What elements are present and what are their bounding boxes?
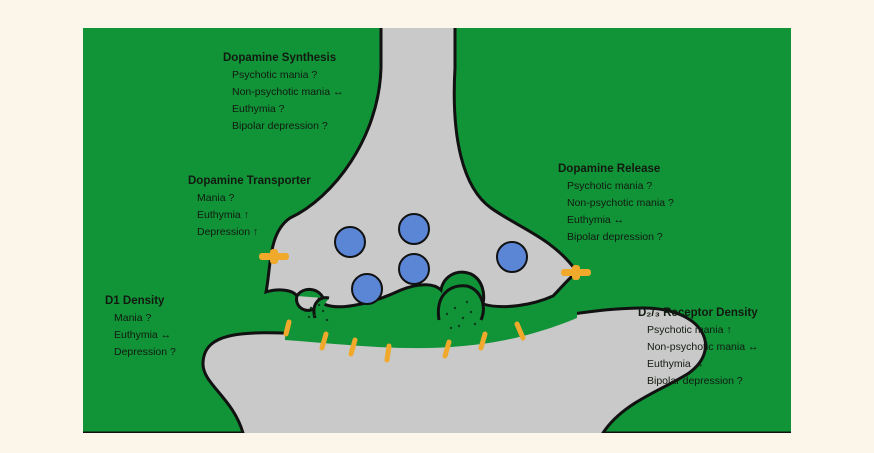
synthesis-line: Euthymia ? xyxy=(223,101,343,118)
transporter-heading: Dopamine Transporter xyxy=(188,173,311,190)
synthesis-line: Psychotic mania ? xyxy=(223,67,343,84)
d23-heading: D₂/₃ Receptor Density xyxy=(638,305,758,322)
synthesis-line: Non-psychotic mania ↔ xyxy=(223,84,343,101)
transporter-block: Dopamine Transporter Mania ? Euthymia ↑ … xyxy=(188,173,311,241)
transporter-line: Euthymia ↑ xyxy=(188,207,311,224)
d1-line: Depression ? xyxy=(105,344,176,361)
synthesis-line: Bipolar depression ? xyxy=(223,118,343,135)
synthesis-block: Dopamine Synthesis Psychotic mania ? Non… xyxy=(223,50,343,135)
receptor xyxy=(387,346,389,360)
release-line: Non-psychotic mania ? xyxy=(558,195,674,212)
d1-line: Euthymia ↔ xyxy=(105,327,176,344)
d1-heading: D1 Density xyxy=(105,293,176,310)
vesicle xyxy=(399,254,429,284)
d23-line: Psychotic mania ↑ xyxy=(638,322,758,339)
release-line: Psychotic mania ? xyxy=(558,178,674,195)
d23-line: Bipolar depression ? xyxy=(638,373,758,390)
transporter-line: Mania ? xyxy=(188,190,311,207)
synthesis-heading: Dopamine Synthesis xyxy=(223,50,343,67)
d23-line: Non-psychotic mania ↔ xyxy=(638,339,758,356)
vesicle xyxy=(399,214,429,244)
vesicle xyxy=(352,274,382,304)
vesicle-fusion xyxy=(438,286,483,320)
vesicle-fusion-left xyxy=(314,298,329,318)
d23-line: Euthymia ↔ xyxy=(638,356,758,373)
transporter-line: Depression ↑ xyxy=(188,224,311,241)
vesicle xyxy=(497,242,527,272)
release-line: Bipolar depression ? xyxy=(558,229,674,246)
release-block: Dopamine Release Psychotic mania ? Non-p… xyxy=(558,161,674,246)
vesicle xyxy=(335,227,365,257)
release-heading: Dopamine Release xyxy=(558,161,674,178)
receptor xyxy=(286,322,289,334)
synapse-diagram: Dopamine Synthesis Psychotic mania ? Non… xyxy=(83,28,791,433)
d1-block: D1 Density Mania ? Euthymia ↔ Depression… xyxy=(105,293,176,361)
release-line: Euthymia ↔ xyxy=(558,212,674,229)
d1-line: Mania ? xyxy=(105,310,176,327)
d23-block: D₂/₃ Receptor Density Psychotic mania ↑ … xyxy=(638,305,758,390)
